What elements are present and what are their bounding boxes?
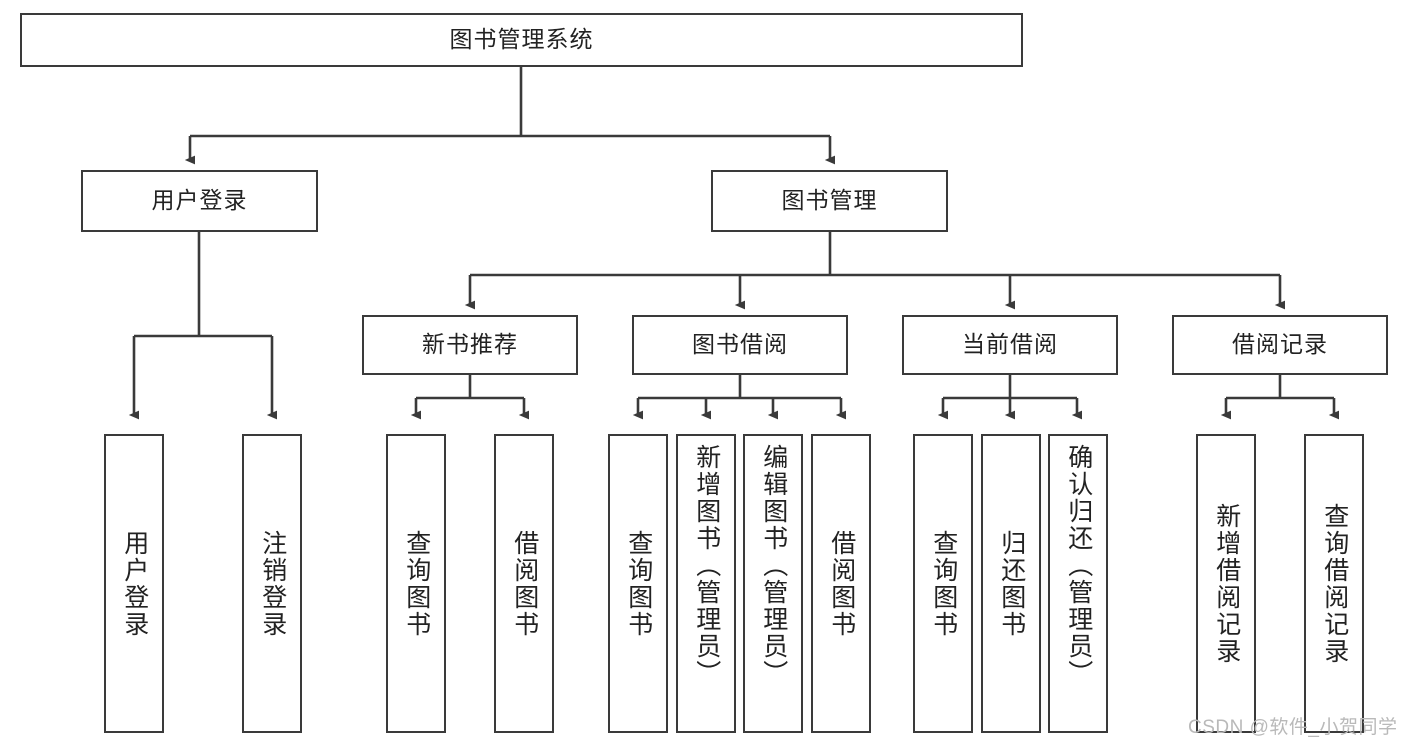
node-new-book-recommendation[interactable]: 新书推荐 <box>362 315 578 375</box>
leaf-borrow-query-books[interactable]: 查询图书 <box>608 434 668 733</box>
node-book-borrowing[interactable]: 图书借阅 <box>632 315 848 375</box>
leaf-recommend-borrow-books[interactable]: 借阅图书 <box>494 434 554 733</box>
node-root-book-management-system[interactable]: 图书管理系统 <box>20 13 1023 67</box>
node-book-management[interactable]: 图书管理 <box>711 170 948 232</box>
leaf-borrow-borrow-books[interactable]: 借阅图书 <box>811 434 871 733</box>
leaf-borrow-edit-book-admin[interactable]: 编辑图书（管理员） <box>743 434 803 733</box>
leaf-recommend-query-books[interactable]: 查询图书 <box>386 434 446 733</box>
leaf-record-query-borrow-record[interactable]: 查询借阅记录 <box>1304 434 1364 733</box>
leaf-user-login-logout[interactable]: 注销登录 <box>242 434 302 733</box>
leaf-borrow-add-book-admin[interactable]: 新增图书（管理员） <box>676 434 736 733</box>
leaf-user-login-login[interactable]: 用户登录 <box>104 434 164 733</box>
leaf-current-query-books[interactable]: 查询图书 <box>913 434 973 733</box>
node-borrowing-records[interactable]: 借阅记录 <box>1172 315 1388 375</box>
node-current-borrowing[interactable]: 当前借阅 <box>902 315 1118 375</box>
leaf-current-return-books[interactable]: 归还图书 <box>981 434 1041 733</box>
node-user-login[interactable]: 用户登录 <box>81 170 318 232</box>
leaf-current-confirm-return-admin[interactable]: 确认归还（管理员） <box>1048 434 1108 733</box>
leaf-record-add-borrow-record[interactable]: 新增借阅记录 <box>1196 434 1256 733</box>
